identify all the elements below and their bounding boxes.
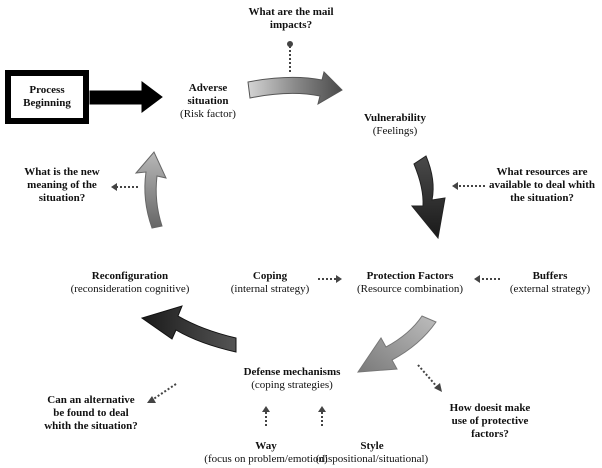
question-alternative-line3: whith the situation? [44, 420, 138, 432]
connector-protective [417, 364, 439, 389]
question-resources-line1: What resources are [496, 166, 588, 178]
buffers-sub: (external strategy) [509, 283, 591, 295]
defense-sub: (coping strategies) [251, 379, 333, 391]
question-alternative-line2: be found to deal [53, 407, 129, 419]
vulnerability-title: Vulnerability [364, 112, 426, 124]
buffers-title: Buffers [532, 270, 568, 282]
node-defense: Defense mechanisms (coping strategies) [232, 366, 352, 392]
adverse-title-2: situation [187, 95, 229, 107]
coping-sub: (internal strategy) [230, 283, 310, 295]
node-style: Style (dispositional/situational) [306, 440, 438, 466]
question-mail-line2: impacts? [269, 19, 313, 31]
question-mail-impacts: What are the mail impacts? [236, 6, 346, 32]
connector-alternative [151, 383, 177, 401]
question-new-meaning: What is the new meaning of the situation… [14, 166, 110, 205]
cycle-arrow-top [247, 71, 343, 106]
question-protective-use: How doesit make use of protective factor… [436, 402, 544, 441]
reconfiguration-title: Reconfiguration [91, 270, 169, 282]
defense-title: Defense mechanisms [243, 366, 341, 378]
node-protection: Protection Factors (Resource combination… [340, 270, 480, 296]
question-new-meaning-line1: What is the new [24, 166, 100, 178]
protection-sub: (Resource combination) [357, 283, 463, 295]
node-way: Way (focus on problem/emotion) [200, 440, 332, 466]
question-protective-line1: How doesit make [449, 402, 531, 414]
question-mail-line1: What are the mail [248, 6, 334, 18]
adverse-sub: (Risk factor) [180, 108, 236, 120]
node-adverse: Adverse situation (Risk factor) [168, 82, 248, 121]
process-arrow [89, 81, 163, 113]
question-alternative: Can an alternative be found to deal whit… [32, 394, 150, 433]
question-new-meaning-line2: meaning of the [27, 179, 97, 191]
way-sub: (focus on problem/emotion) [204, 453, 328, 465]
cycle-arrow-bottom-left [140, 305, 237, 353]
style-sub: (dispositional/situational) [315, 453, 429, 465]
process-beginning-box: Process Beginning [5, 70, 89, 124]
node-coping: Coping (internal strategy) [222, 270, 318, 296]
adverse-title-1: Adverse [188, 82, 228, 94]
vulnerability-sub: (Feelings) [372, 125, 418, 137]
node-buffers: Buffers (external strategy) [502, 270, 598, 296]
question-alternative-line1: Can an alternative [47, 394, 135, 406]
reconfiguration-sub: (reconsideration cognitive) [70, 283, 190, 295]
question-resources-line3: the situation? [510, 192, 574, 204]
protection-title: Protection Factors [366, 270, 454, 282]
question-new-meaning-line3: situation? [38, 192, 86, 204]
process-line1: Process [29, 84, 65, 96]
process-line2: Beginning [23, 97, 71, 109]
question-resources-line2: available to deal whith [488, 179, 596, 191]
node-vulnerability: Vulnerability (Feelings) [350, 112, 440, 138]
cycle-arrow-bottom-right [357, 315, 437, 373]
node-reconfiguration: Reconfiguration (reconsideration cogniti… [54, 270, 206, 296]
connector-mail-dot [287, 41, 293, 47]
question-resources: What resources are available to deal whi… [484, 166, 600, 205]
way-title: Way [255, 440, 277, 452]
cycle-arrow-right [410, 155, 446, 240]
question-protective-line2: use of protective [451, 415, 529, 427]
cycle-arrow-left [134, 151, 167, 229]
coping-title: Coping [252, 270, 288, 282]
style-title: Style [360, 440, 384, 452]
question-protective-line3: factors? [471, 428, 509, 440]
